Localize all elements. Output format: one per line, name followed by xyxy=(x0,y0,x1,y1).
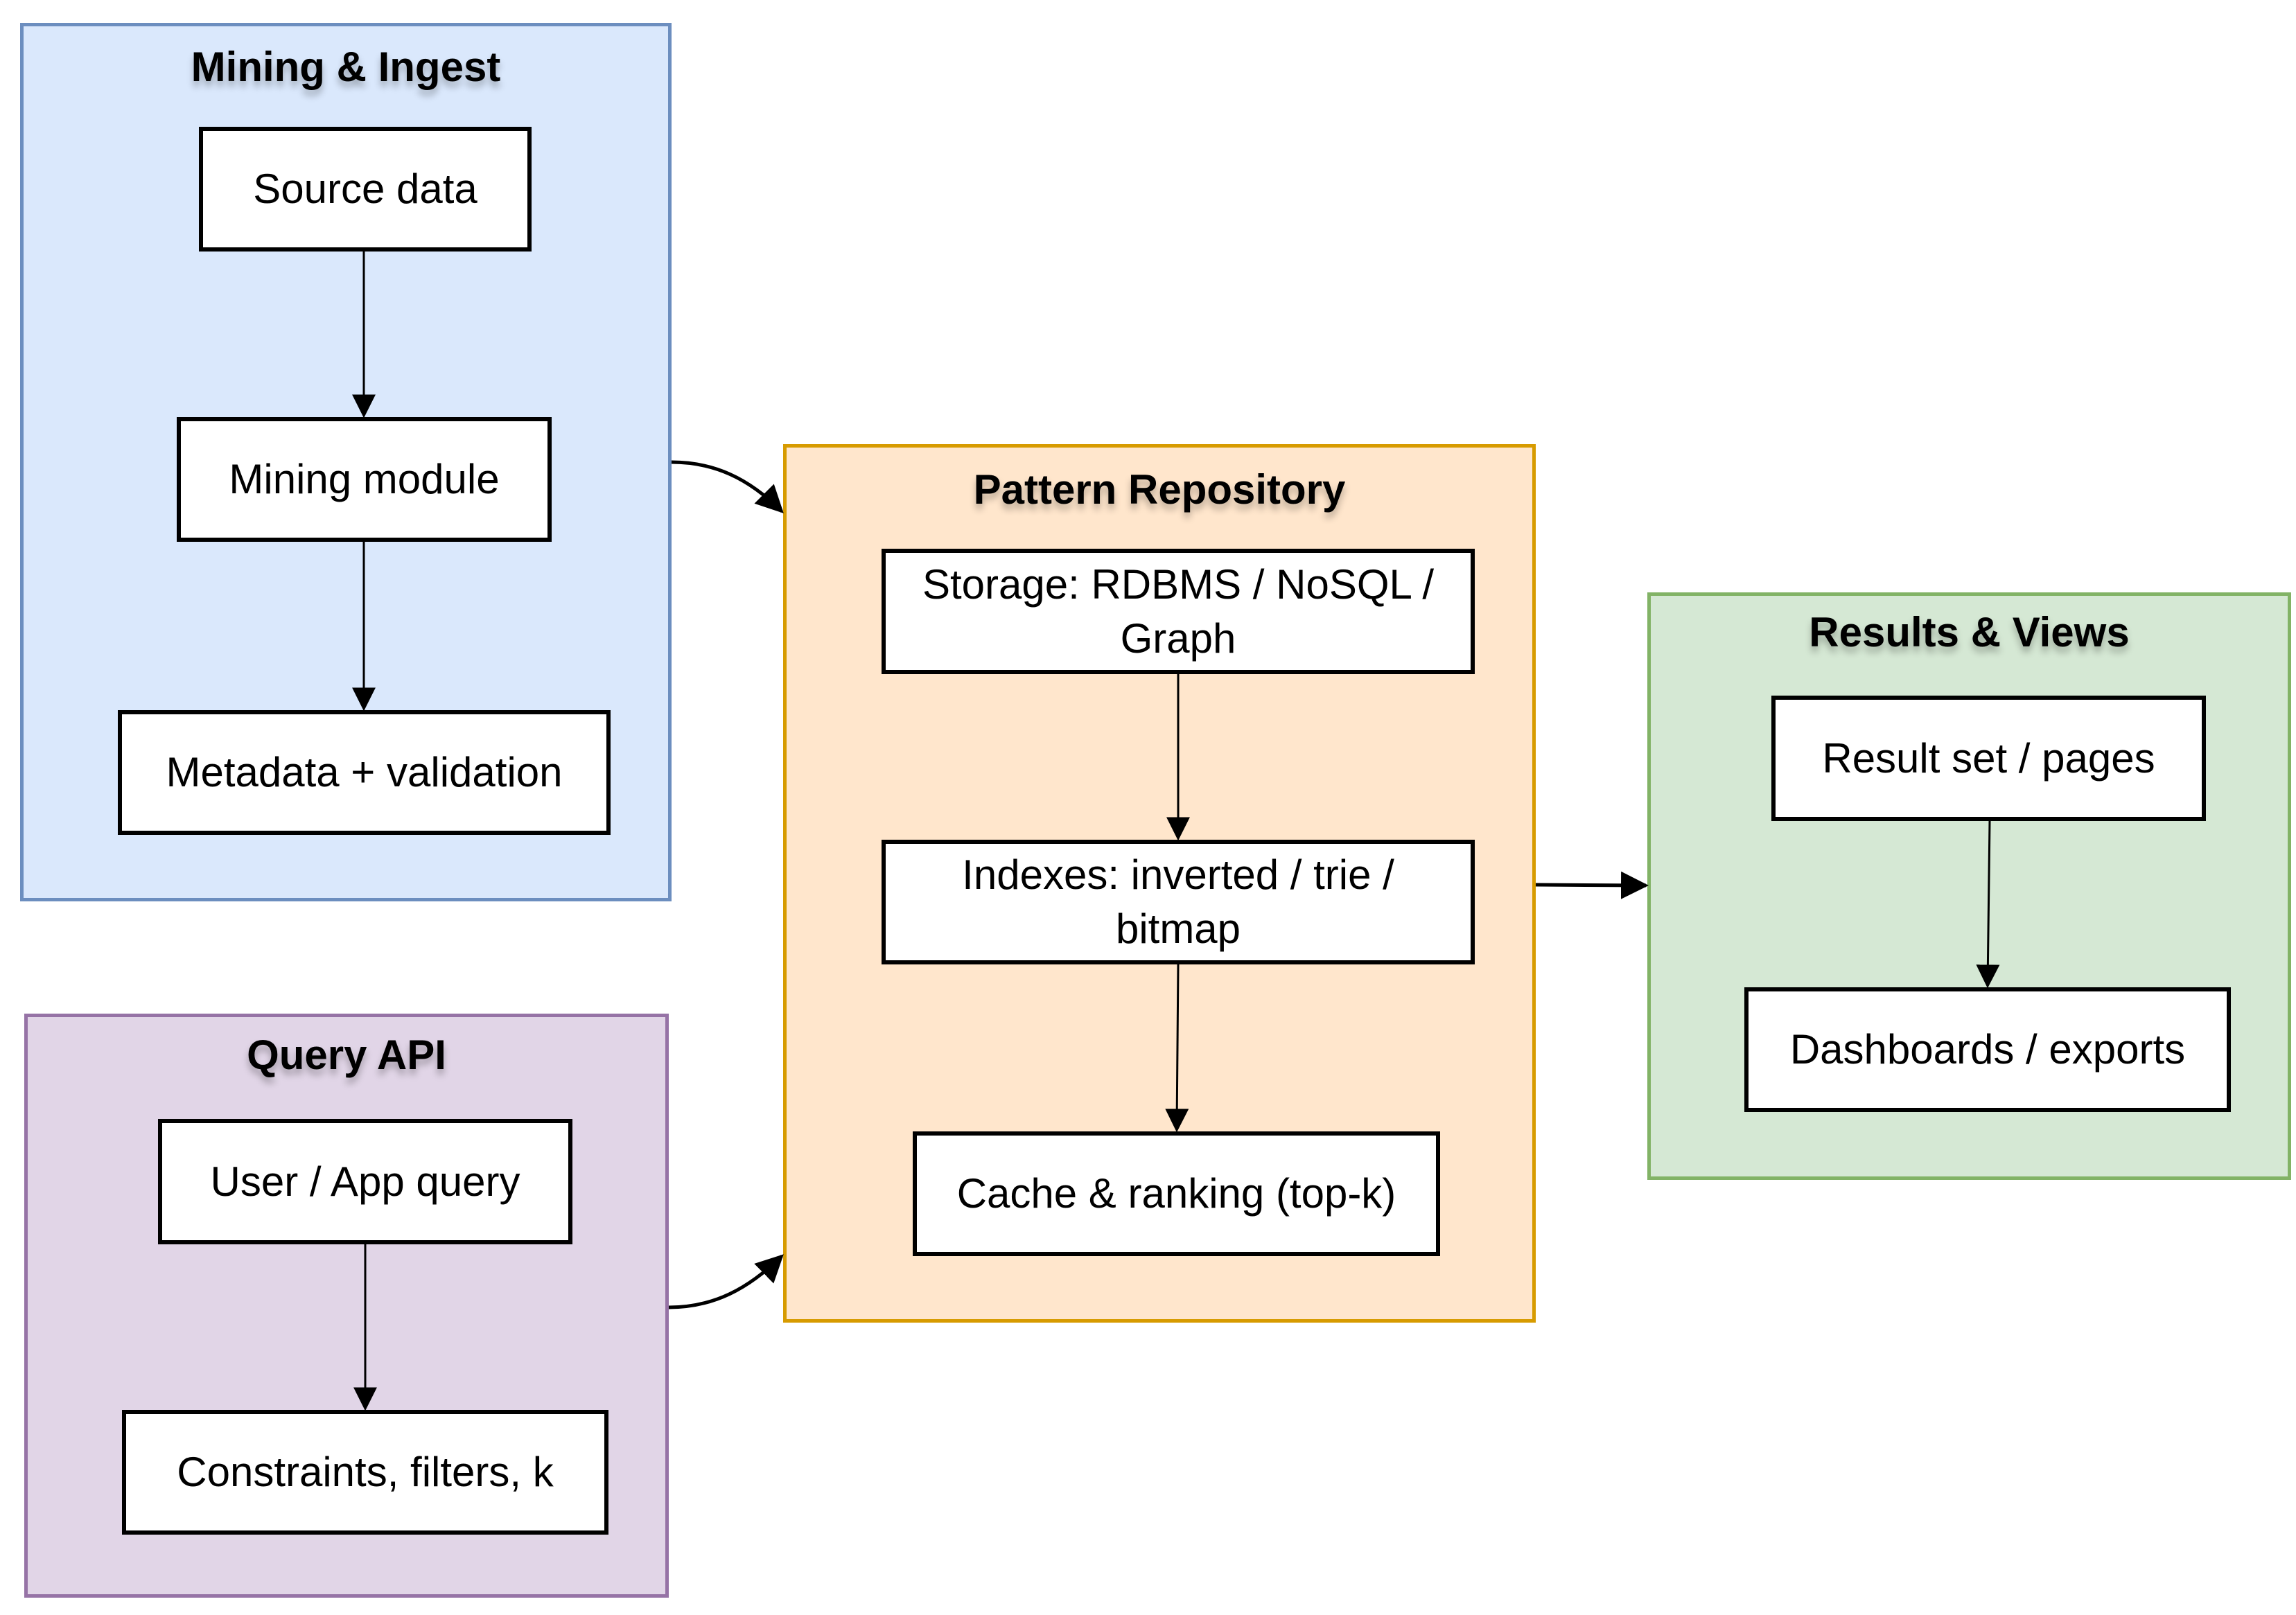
node-source-data: Source data xyxy=(199,127,532,251)
node-metadata-validation: Metadata + validation xyxy=(118,710,611,835)
node-result-set: Result set / pages xyxy=(1771,696,2206,821)
edge-query-api-to-repository xyxy=(668,1254,784,1309)
node-cache-ranking: Cache & ranking (top-k) xyxy=(913,1131,1440,1256)
group-title-mining-ingest: Mining & Ingest xyxy=(191,44,501,90)
group-title-query-api: Query API xyxy=(247,1032,446,1078)
group-title-results-views: Results & Views xyxy=(1809,609,2130,655)
edge-mining-ingest-to-repository xyxy=(671,460,784,513)
node-constraints-filters: Constraints, filters, k xyxy=(122,1410,608,1535)
node-mining-module: Mining module xyxy=(177,417,552,542)
node-indexes: Indexes: inverted / trie / bitmap xyxy=(882,840,1475,964)
node-storage: Storage: RDBMS / NoSQL / Graph xyxy=(882,549,1475,674)
group-title-pattern-repository: Pattern Repository xyxy=(973,466,1346,513)
node-dashboards-exports: Dashboards / exports xyxy=(1744,987,2231,1112)
node-user-app-query: User / App query xyxy=(158,1119,572,1244)
